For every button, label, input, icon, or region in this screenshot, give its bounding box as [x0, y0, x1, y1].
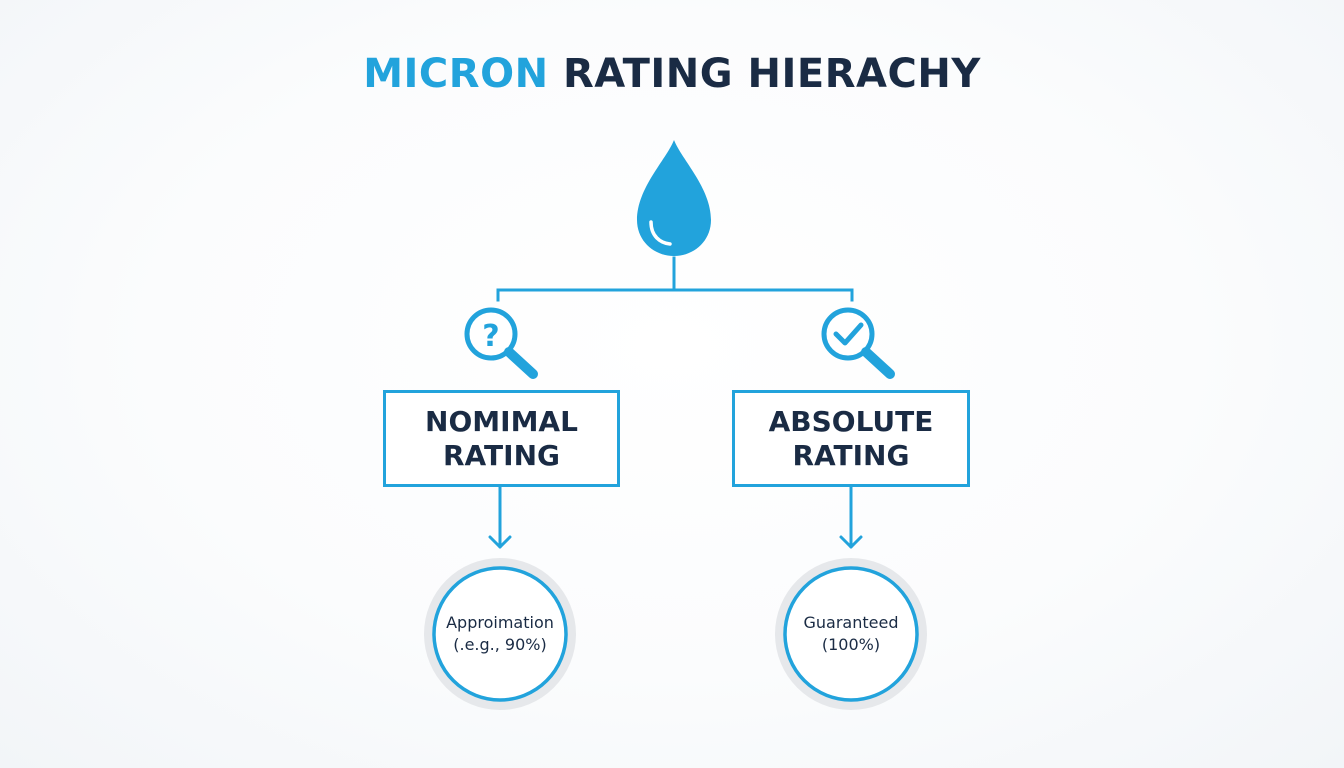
result-circle-right: [775, 558, 927, 710]
absolute-result-line2: (100%): [821, 635, 881, 654]
arrow-down-left-icon: [488, 485, 512, 549]
nominal-result-line1: Approimation: [446, 613, 554, 632]
page-title: MICRON RATING HIERACHY: [0, 48, 1344, 100]
title-accent: MICRON: [363, 51, 549, 97]
absolute-result-text: Guaranteed (100%): [771, 612, 931, 656]
nominal-rating-box: NOMIMAL RATING: [383, 390, 620, 487]
result-circle-left: [424, 558, 576, 710]
nominal-rating-label: NOMIMAL RATING: [425, 404, 578, 472]
water-drop-icon: [637, 140, 711, 256]
nominal-result-line2: (.e.g., 90%): [453, 635, 547, 654]
absolute-rating-box: ABSOLUTE RATING: [732, 390, 970, 487]
arrow-down-right-icon: [839, 485, 863, 549]
absolute-rating-label: ABSOLUTE RATING: [768, 404, 934, 472]
question-magnifier-icon: ?: [464, 307, 538, 379]
tree-connectors: [496, 256, 854, 302]
nominal-result-text: Approimation (.e.g., 90%): [420, 612, 580, 656]
svg-text:?: ?: [482, 319, 499, 354]
check-magnifier-icon: [821, 307, 895, 379]
title-rest: RATING HIERACHY: [562, 51, 981, 97]
absolute-result-line1: Guaranteed: [803, 613, 899, 632]
